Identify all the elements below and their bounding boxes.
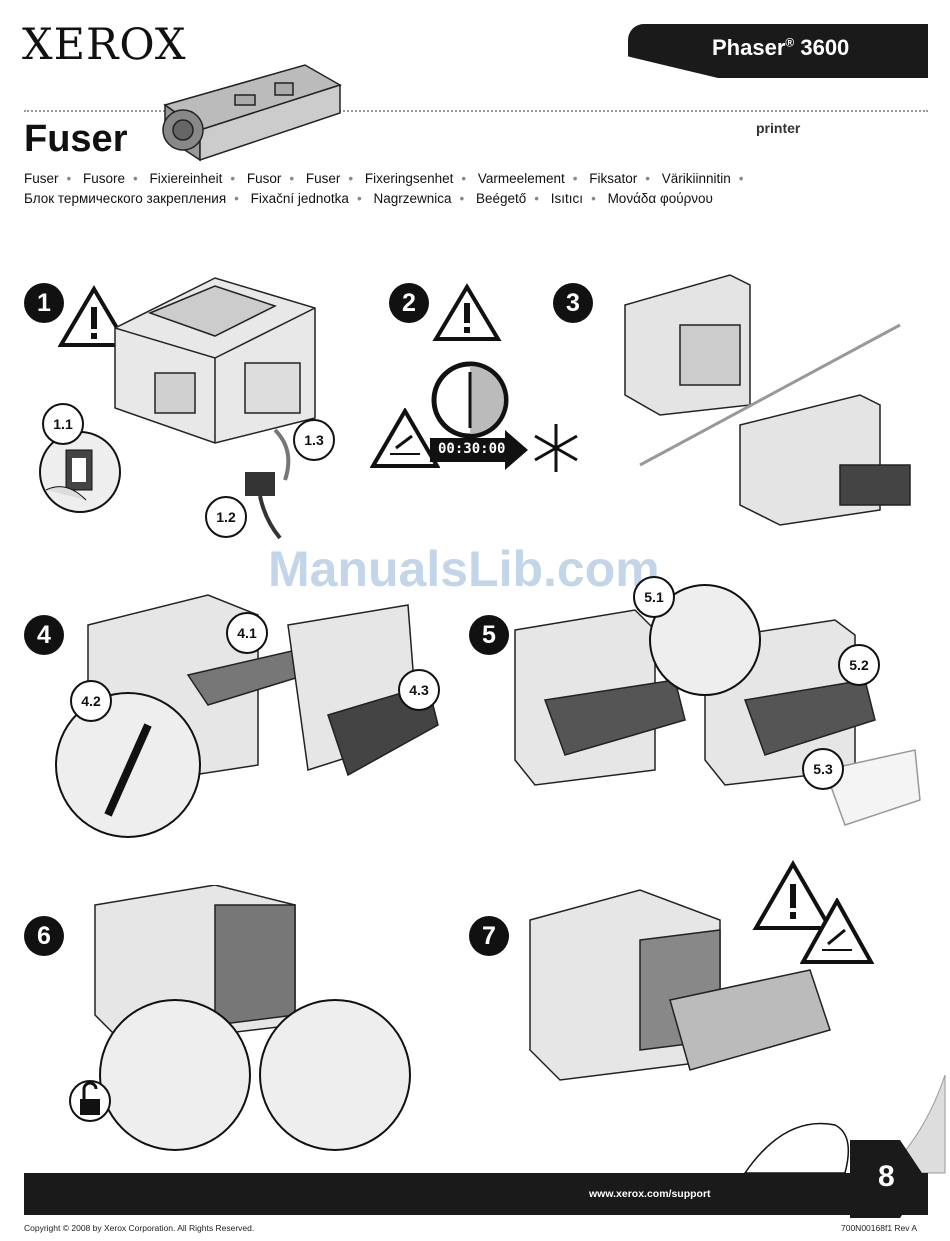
translation-item: Varmeelement (477, 171, 565, 186)
translation-item: Μονάδα φούρνου (607, 191, 713, 206)
translation-item: Fixační jednotka (250, 191, 349, 206)
translation-item: Fusore (83, 171, 126, 186)
document-number: 700N00168f1 Rev A (841, 1223, 918, 1233)
step-label: 5.1 (633, 576, 675, 618)
translation-item: Fuser (305, 171, 341, 186)
printer-open-door-illustration (55, 594, 439, 838)
page-arrow-icon (850, 1140, 926, 1218)
page-turn-hand-illustration (743, 1075, 946, 1174)
step-label: 4.3 (398, 669, 440, 711)
footer-bar (24, 1173, 928, 1215)
fuser-removal-illustration (529, 889, 831, 1081)
translation-item: Fiksator (589, 171, 638, 186)
step-number: 4 (24, 615, 64, 655)
page-title: Fuser (24, 118, 128, 160)
fuser-unit-illustration (162, 64, 342, 162)
step-number: 5 (469, 615, 509, 655)
translation-item: Isıtıcı (550, 191, 584, 206)
step-label: 5.2 (838, 644, 880, 686)
printer-label: printer (756, 120, 801, 136)
step-number: 3 (553, 283, 593, 323)
page-number: 8 (878, 1160, 895, 1193)
copyright-text: Copyright © 2008 by Xerox Corporation. A… (24, 1223, 255, 1233)
translation-item: Nagrzewnica (373, 191, 452, 206)
warning-icon (58, 285, 130, 347)
cooldown-timer: 00:30:00 (438, 441, 506, 457)
hot-surface-icon (800, 898, 874, 964)
step-label: 1.1 (42, 403, 84, 445)
model-title: Phaser® 3600 (712, 35, 850, 60)
step-number: 2 (389, 283, 429, 323)
fuser-unlock-illustration (94, 885, 411, 1151)
step-label: 1.3 (293, 419, 335, 461)
translations-list: Fuser• Fusore• Fixiereinheit• Fusor• Fus… (24, 171, 744, 206)
translation-item: Fusor (246, 171, 282, 186)
translation-item: Fixiereinheit (149, 171, 223, 186)
translation-item: Fuser (24, 171, 59, 186)
step-label: 5.3 (802, 748, 844, 790)
step-label: 1.2 (205, 496, 247, 538)
translation-item: Блок термического закрепления (24, 191, 227, 206)
power-switch-callout (39, 431, 121, 513)
clock-icon (431, 361, 509, 439)
translation-item: Värikiinnitin (661, 171, 731, 186)
step-label: 4.1 (226, 612, 268, 654)
timer-arrow (430, 430, 528, 470)
printer-rear-illustration (624, 274, 911, 526)
support-link[interactable]: www.xerox.com/support (589, 1188, 711, 1200)
printer-duplex-removal-illustration (514, 584, 921, 826)
xerox-logo: XEROX (22, 20, 187, 70)
step-number: 6 (24, 916, 64, 956)
snowflake-icon (534, 424, 578, 472)
step-number: 7 (469, 916, 509, 956)
watermark: ManualsLib.com (268, 541, 660, 597)
translation-item: Fixeringsenhet (364, 171, 454, 186)
hot-surface-icon (370, 408, 440, 468)
step-label: 4.2 (70, 680, 112, 722)
printer-illustration (114, 277, 316, 444)
power-cord-illustration (245, 428, 291, 540)
translation-item: Beégető (476, 191, 527, 206)
header-divider (24, 110, 928, 112)
unlock-icon (69, 1080, 111, 1122)
warning-icon (432, 283, 502, 341)
step-number: 1 (24, 283, 64, 323)
warning-icon (752, 860, 834, 930)
